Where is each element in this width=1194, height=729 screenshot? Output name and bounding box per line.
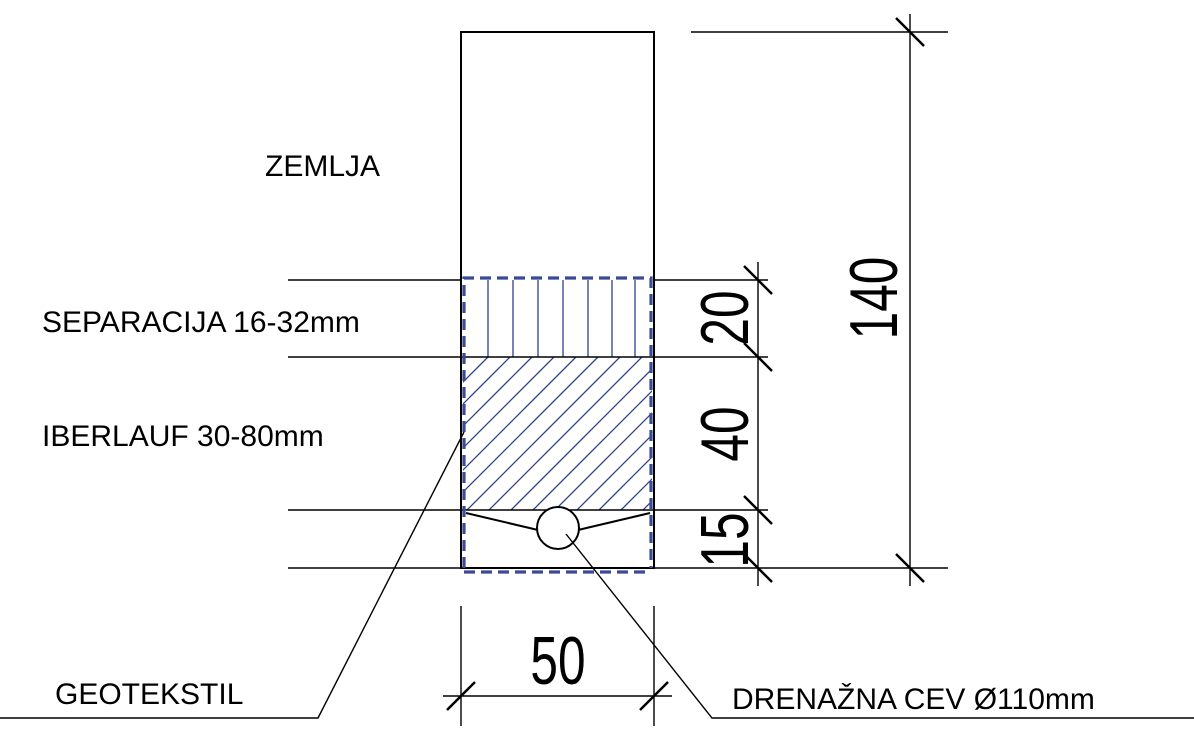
label-geotextile: GEOTEKSTIL <box>55 678 243 711</box>
geotextile-wrap <box>462 276 653 574</box>
dim-width: 50 <box>530 622 585 699</box>
label-separation: SEPARACIJA 16-32mm <box>42 306 360 339</box>
dim-overflow-height: 40 <box>686 406 763 461</box>
width-dimension <box>443 606 672 726</box>
dim-pipe-height: 15 <box>686 512 763 567</box>
trench-outline <box>460 31 655 569</box>
label-soil: ZEMLJA <box>265 150 380 183</box>
label-drain-pipe: DRENAŽNA CEV Ø110mm <box>732 683 1095 716</box>
dim-total-height: 140 <box>835 257 912 340</box>
layer-lines <box>288 31 948 569</box>
overflow-layer-hatch <box>463 357 652 510</box>
leader-lines <box>0 431 1194 719</box>
vertical-dimensions <box>743 14 925 586</box>
separation-layer-hatch <box>487 280 636 357</box>
dim-separation-height: 20 <box>686 290 763 345</box>
label-overflow: IBERLAUF 30-80mm <box>42 420 324 453</box>
drain-pipe <box>465 506 651 550</box>
